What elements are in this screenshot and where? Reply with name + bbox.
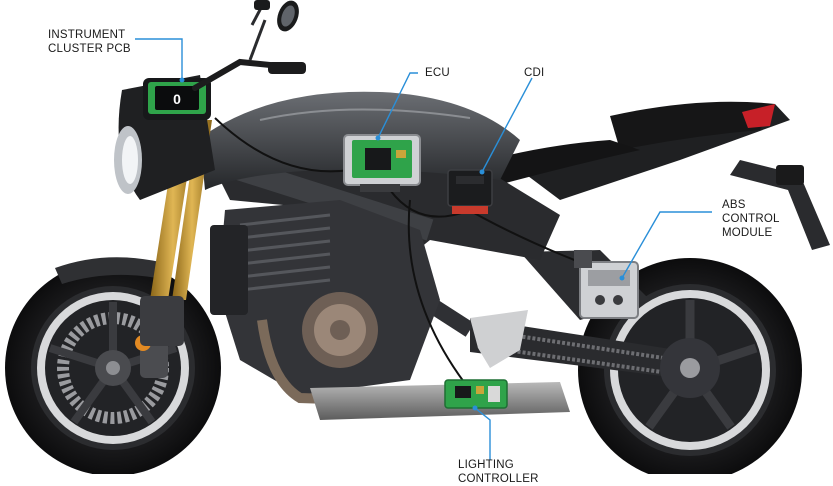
cdi-module — [447, 169, 493, 214]
engine — [210, 200, 440, 395]
leader-abs — [621, 211, 712, 279]
label-line: INSTRUMENT — [48, 29, 126, 41]
callout-leader-lines — [135, 38, 712, 460]
label-abs-control-module: ABS CONTROL MODULE — [722, 198, 780, 240]
leader-lighting — [474, 407, 491, 460]
cluster-speed-reading: 0 — [173, 91, 181, 107]
label-line: MODULE — [722, 227, 773, 239]
label-line: LIGHTING — [458, 459, 514, 471]
leader-cdi — [481, 77, 533, 173]
leader-instrument-cluster — [135, 38, 183, 80]
label-cdi: CDI — [524, 66, 544, 80]
front-wheel — [5, 260, 221, 474]
tail-section — [520, 101, 830, 250]
label-ecu: ECU — [425, 66, 450, 80]
label-line: ABS — [722, 199, 746, 211]
leader-ecu — [377, 72, 418, 139]
label-instrument-cluster-pcb: INSTRUMENT CLUSTER PCB — [48, 28, 131, 56]
lighting-controller-module — [444, 379, 508, 409]
label-line: ECU — [425, 67, 450, 79]
motorcycle-illustration: 0 — [5, 0, 830, 474]
motorcycle-electronics-diagram: 0 — [5, 0, 830, 485]
label-line: CDI — [524, 67, 545, 79]
label-line: CLUSTER PCB — [48, 43, 131, 55]
label-lighting-controller: LIGHTING CONTROLLER — [458, 458, 539, 486]
label-line: CONTROL — [722, 213, 780, 225]
ecu-module — [343, 134, 421, 192]
handlebar — [192, 0, 306, 91]
label-line: CONTROLLER — [458, 473, 539, 485]
